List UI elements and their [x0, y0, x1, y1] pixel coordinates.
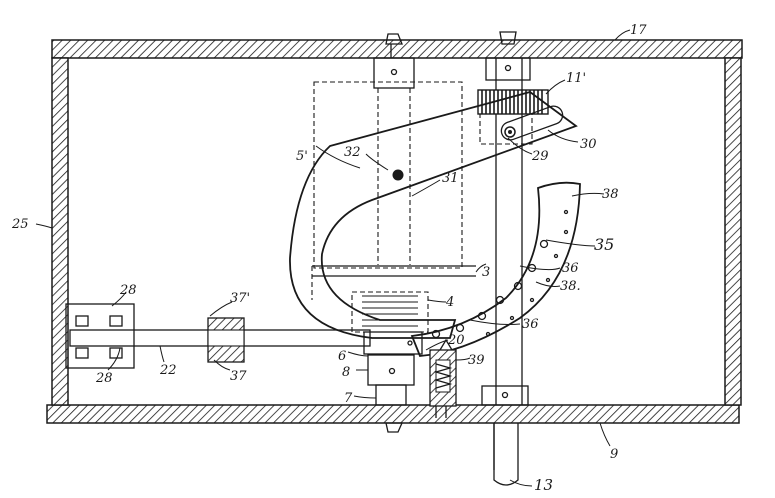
label-38-top: 38	[602, 187, 619, 202]
left-column	[367, 33, 415, 433]
label-30: 30	[580, 137, 597, 152]
label-5prime: 5'	[296, 149, 308, 164]
label-28-bottom: 28	[95, 371, 113, 386]
crossbar-3	[311, 265, 476, 300]
label-29: 29	[531, 149, 549, 164]
housing-frame	[46, 39, 743, 424]
label-11prime: 11'	[566, 71, 586, 86]
label-17: 17	[630, 23, 647, 38]
label-38-lower: 38.	[560, 279, 581, 294]
label-36-lower: 36	[522, 317, 539, 332]
label-20: 20	[447, 333, 465, 348]
label-39: 39	[468, 353, 485, 368]
dashed-housing-5prime	[313, 81, 463, 269]
label-22: 22	[159, 363, 177, 378]
label-4: 4	[445, 295, 454, 310]
label-32: 32	[344, 145, 361, 160]
leader-lines	[35, 29, 631, 487]
label-9: 9	[610, 447, 618, 462]
label-37: 37	[230, 369, 247, 384]
label-8: 8	[342, 365, 350, 380]
label-36-upper: 36	[562, 261, 579, 276]
label-31: 31	[442, 171, 459, 186]
label-13: 13	[534, 476, 553, 494]
housing-left-wall	[51, 57, 69, 406]
housing-top-wall	[51, 39, 743, 59]
label-35: 35	[594, 235, 614, 254]
rod-22	[65, 303, 371, 369]
bracket-28	[65, 303, 135, 369]
spring-block-4	[351, 291, 429, 355]
housing-bottom-wall	[46, 404, 740, 424]
housing-right-wall	[724, 57, 742, 406]
label-25: 25	[11, 217, 29, 232]
right-shaft	[481, 31, 531, 486]
pivot-32	[392, 169, 404, 181]
label-7: 7	[344, 391, 353, 406]
spring-39	[429, 338, 457, 418]
label-28-top: 28	[119, 283, 137, 298]
label-6: 6	[338, 349, 346, 364]
u-shaped-arm	[289, 91, 578, 339]
label-37prime: 37'	[230, 291, 250, 306]
label-3: 3	[482, 265, 490, 280]
